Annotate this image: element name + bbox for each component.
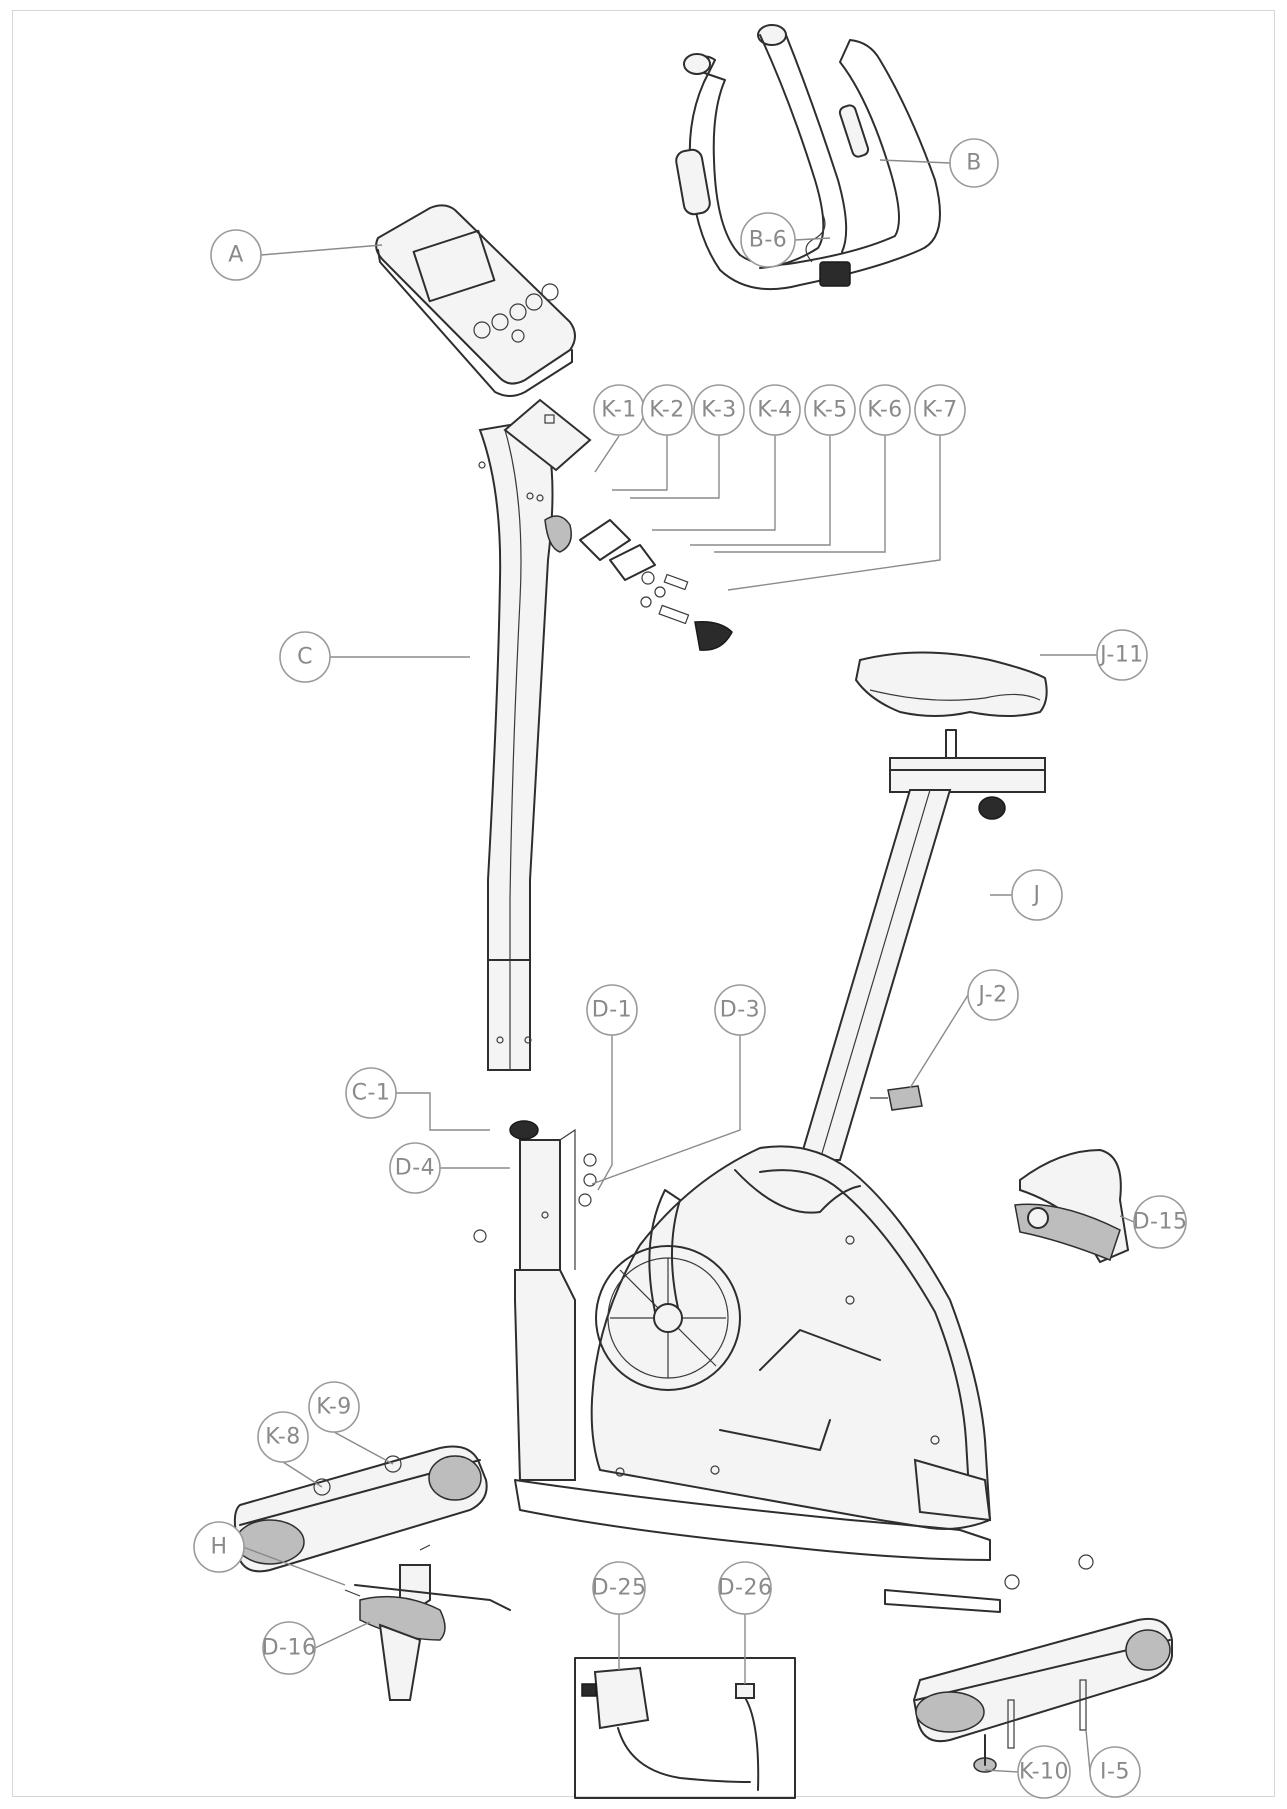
seat-post-part — [798, 757, 1046, 1161]
rear-stabilizer-part — [884, 1554, 1173, 1773]
svg-text:D-26: D-26 — [718, 1576, 773, 1601]
callout-C-1: C-1 — [345, 1067, 397, 1119]
callout-A: A — [210, 229, 262, 281]
callout-C: C — [279, 631, 331, 683]
front-post-part — [478, 398, 592, 1071]
svg-text:D-4: D-4 — [395, 1156, 435, 1181]
callout-D-1: D-1 — [586, 984, 638, 1036]
callout-K-1: K-1 — [593, 384, 645, 436]
svg-text:C: C — [297, 645, 313, 670]
callout-K-2: K-2 — [641, 384, 693, 436]
callout-D-4: D-4 — [389, 1142, 441, 1194]
front-stabilizer-part — [233, 1445, 511, 1611]
callout-I-5: I-5 — [1089, 1746, 1141, 1798]
callout-K-5: K-5 — [804, 384, 856, 436]
svg-text:J: J — [1032, 883, 1041, 908]
svg-text:J-2: J-2 — [976, 983, 1007, 1008]
callout-K-9: K-9 — [308, 1381, 360, 1433]
callout-J-11: J-11 — [1096, 629, 1148, 681]
svg-text:A: A — [228, 243, 244, 268]
callout-D-16: D-16 — [262, 1621, 317, 1675]
callout-D-25: D-25 — [592, 1561, 647, 1615]
knob-assembly-parts — [478, 461, 733, 651]
svg-text:K-3: K-3 — [701, 398, 737, 423]
leader-lines — [242, 159, 1135, 1773]
svg-text:D-1: D-1 — [592, 998, 632, 1023]
svg-text:H: H — [210, 1535, 227, 1560]
svg-text:K-5: K-5 — [812, 398, 848, 423]
left-pedal-part — [359, 1564, 446, 1701]
svg-text:I-5: I-5 — [1100, 1760, 1130, 1785]
svg-text:K-6: K-6 — [867, 398, 903, 423]
callout-B-6: B-6 — [740, 212, 796, 268]
callout-J: J — [1011, 869, 1063, 921]
callout-K-8: K-8 — [257, 1411, 309, 1463]
callout-D-3: D-3 — [714, 984, 766, 1036]
svg-text:C-1: C-1 — [352, 1081, 391, 1106]
svg-text:D-3: D-3 — [720, 998, 760, 1023]
svg-text:J-11: J-11 — [1098, 643, 1144, 668]
svg-text:K-2: K-2 — [649, 398, 685, 423]
svg-text:K-10: K-10 — [1019, 1760, 1069, 1785]
callout-B: B — [949, 138, 999, 188]
console-part — [375, 204, 576, 397]
callout-K-7: K-7 — [914, 384, 966, 436]
main-frame-part — [473, 1085, 992, 1561]
svg-text:D-15: D-15 — [1133, 1210, 1188, 1235]
callout-D-15: D-15 — [1133, 1195, 1188, 1249]
seat-part — [854, 651, 1048, 761]
svg-text:K-4: K-4 — [757, 398, 793, 423]
svg-text:K-8: K-8 — [265, 1425, 301, 1450]
svg-text:B: B — [966, 151, 982, 176]
callout-K-10: K-10 — [1017, 1745, 1071, 1799]
svg-text:K-7: K-7 — [922, 398, 958, 423]
svg-text:B-6: B-6 — [749, 228, 788, 253]
handlebar-part — [675, 24, 941, 291]
right-pedal-part — [1014, 1148, 1130, 1264]
callout-D-26: D-26 — [718, 1561, 773, 1615]
callout-K-6: K-6 — [859, 384, 911, 436]
page-frame — [12, 10, 1275, 1797]
callout-K-4: K-4 — [749, 384, 801, 436]
svg-text:D-25: D-25 — [592, 1576, 647, 1601]
svg-text:D-16: D-16 — [262, 1636, 317, 1661]
svg-text:K-9: K-9 — [316, 1395, 352, 1420]
callout-J-2: J-2 — [967, 969, 1019, 1021]
svg-text:K-1: K-1 — [601, 398, 637, 423]
adapter-box-part — [574, 1657, 796, 1799]
callout-K-3: K-3 — [693, 384, 745, 436]
callout-H: H — [193, 1521, 245, 1573]
